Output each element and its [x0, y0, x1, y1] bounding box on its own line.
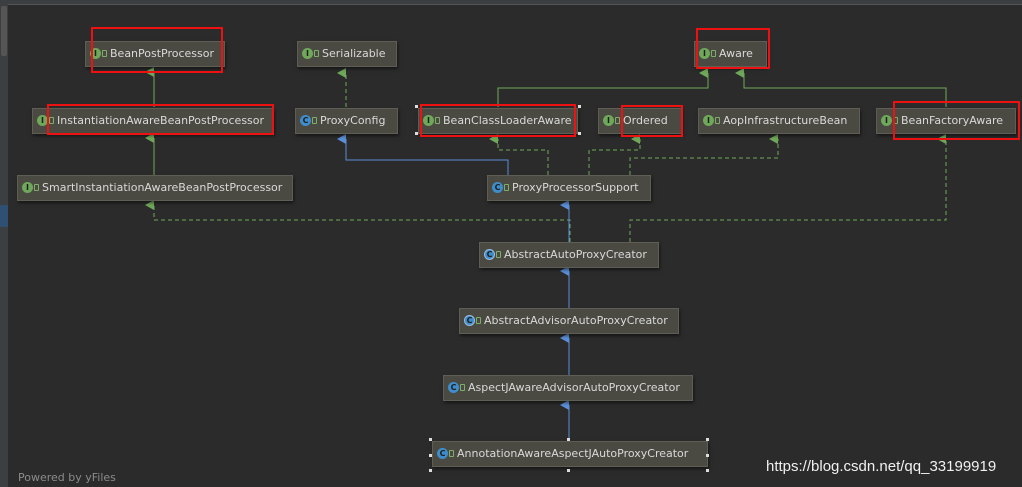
selection-handle[interactable]	[429, 438, 432, 441]
lock-icon	[449, 450, 454, 457]
node-abstract-advisor-auto-proxy-creator[interactable]: C AbstractAdvisorAutoProxyCreator	[459, 308, 679, 334]
lock-icon	[102, 50, 107, 57]
lock-icon	[715, 117, 720, 124]
node-label: AnnotationAwareAspectJAutoProxyCreator	[457, 447, 689, 460]
node-smart-instantiation-aware-bpp[interactable]: I SmartInstantiationAwareBeanPostProcess…	[17, 175, 293, 201]
node-aop-infrastructure-bean[interactable]: I AopInfrastructureBean	[698, 108, 860, 134]
lock-icon	[893, 117, 898, 124]
edge-aapc-to-smart	[145, 200, 571, 242]
node-instantiation-aware-bpp[interactable]: I InstantiationAwareBeanPostProcessor	[32, 108, 274, 134]
interface-icon: I	[22, 182, 33, 193]
selection-handle[interactable]	[706, 454, 709, 457]
lock-icon	[504, 184, 509, 191]
node-label: BeanPostProcessor	[110, 47, 215, 60]
node-annotation-aware-aspectj-auto-proxy-creator[interactable]: C AnnotationAwareAspectJAutoProxyCreator	[432, 441, 708, 467]
edge-bfa-to-aware	[735, 68, 947, 107]
node-label: AspectJAwareAdvisorAutoProxyCreator	[468, 381, 680, 394]
edge-bcla-to-aware	[497, 68, 709, 107]
selection-handle[interactable]	[415, 105, 418, 108]
node-proxy-processor-support[interactable]: C ProxyProcessorSupport	[487, 175, 651, 201]
left-scrollbar-thumb[interactable]	[1, 6, 7, 56]
node-aspectj-aware-advisor-auto-proxy-creator[interactable]: C AspectJAwareAdvisorAutoProxyCreator	[443, 375, 693, 401]
abstract-class-icon: C	[484, 249, 495, 260]
class-icon: C	[448, 382, 459, 393]
interface-icon: I	[881, 115, 892, 126]
selection-handle[interactable]	[578, 132, 581, 135]
lock-icon	[460, 384, 465, 391]
node-bean-class-loader-aware[interactable]: I BeanClassLoaderAware	[418, 108, 578, 134]
source-watermark: https://blog.csdn.net/qq_33199919	[766, 458, 997, 475]
lock-icon	[711, 50, 716, 57]
node-label: BeanFactoryAware	[901, 114, 1004, 127]
node-label: SmartInstantiationAwareBeanPostProcessor	[42, 181, 283, 194]
node-label: InstantiationAwareBeanPostProcessor	[57, 114, 265, 127]
selection-handle[interactable]	[706, 469, 709, 472]
node-label: BeanClassLoaderAware	[443, 114, 572, 127]
lock-icon	[615, 117, 620, 124]
interface-icon: I	[302, 48, 313, 59]
node-bean-post-processor[interactable]: I BeanPostProcessor	[85, 41, 225, 67]
interface-icon: I	[90, 48, 101, 59]
selection-handle[interactable]	[578, 105, 581, 108]
interface-icon: I	[699, 48, 710, 59]
edge-aapc-to-bfa	[629, 134, 947, 242]
selection-handle[interactable]	[415, 132, 418, 135]
lock-icon	[496, 251, 501, 258]
selection-handle[interactable]	[567, 469, 570, 472]
node-bean-factory-aware[interactable]: I BeanFactoryAware	[876, 108, 1016, 134]
left-selected-marker	[0, 205, 8, 227]
node-label: Ordered	[623, 114, 668, 127]
selection-handle[interactable]	[567, 438, 570, 441]
powered-by-label: Powered by yFiles	[18, 471, 116, 484]
interface-icon: I	[423, 115, 434, 126]
node-label: ProxyProcessorSupport	[512, 181, 639, 194]
node-label: AbstractAdvisorAutoProxyCreator	[484, 314, 668, 327]
node-label: ProxyConfig	[320, 114, 386, 127]
lock-icon	[312, 117, 317, 124]
edge-pps-to-aop	[629, 134, 779, 175]
edge-pps-to-proxyconfig	[337, 134, 509, 175]
edge-pps-to-bcla	[489, 134, 549, 175]
lock-icon	[49, 117, 54, 124]
class-icon: C	[437, 448, 448, 459]
edge-pps-to-ordered	[588, 134, 641, 175]
lock-icon	[314, 50, 319, 57]
lock-icon	[476, 317, 481, 324]
node-abstract-auto-proxy-creator[interactable]: C AbstractAutoProxyCreator	[479, 242, 659, 268]
node-serializable[interactable]: I Serializable	[297, 41, 397, 67]
node-proxy-config[interactable]: C ProxyConfig	[295, 108, 398, 134]
class-icon: C	[300, 115, 311, 126]
node-label: AopInfrastructureBean	[723, 114, 848, 127]
node-label: Aware	[719, 47, 753, 60]
node-ordered[interactable]: I Ordered	[598, 108, 682, 134]
lock-icon	[34, 184, 39, 191]
node-aware[interactable]: I Aware	[694, 41, 767, 67]
interface-icon: I	[603, 115, 614, 126]
selection-handle[interactable]	[429, 454, 432, 457]
left-tool-strip	[0, 0, 8, 487]
node-label: Serializable	[322, 47, 386, 60]
selection-handle[interactable]	[429, 469, 432, 472]
interface-icon: I	[37, 115, 48, 126]
top-toolbar-strip	[0, 0, 1022, 5]
node-label: AbstractAutoProxyCreator	[504, 248, 647, 261]
abstract-class-icon: C	[464, 315, 475, 326]
selection-handle[interactable]	[706, 438, 709, 441]
class-icon: C	[492, 182, 503, 193]
interface-icon: I	[703, 115, 714, 126]
lock-icon	[435, 117, 440, 124]
